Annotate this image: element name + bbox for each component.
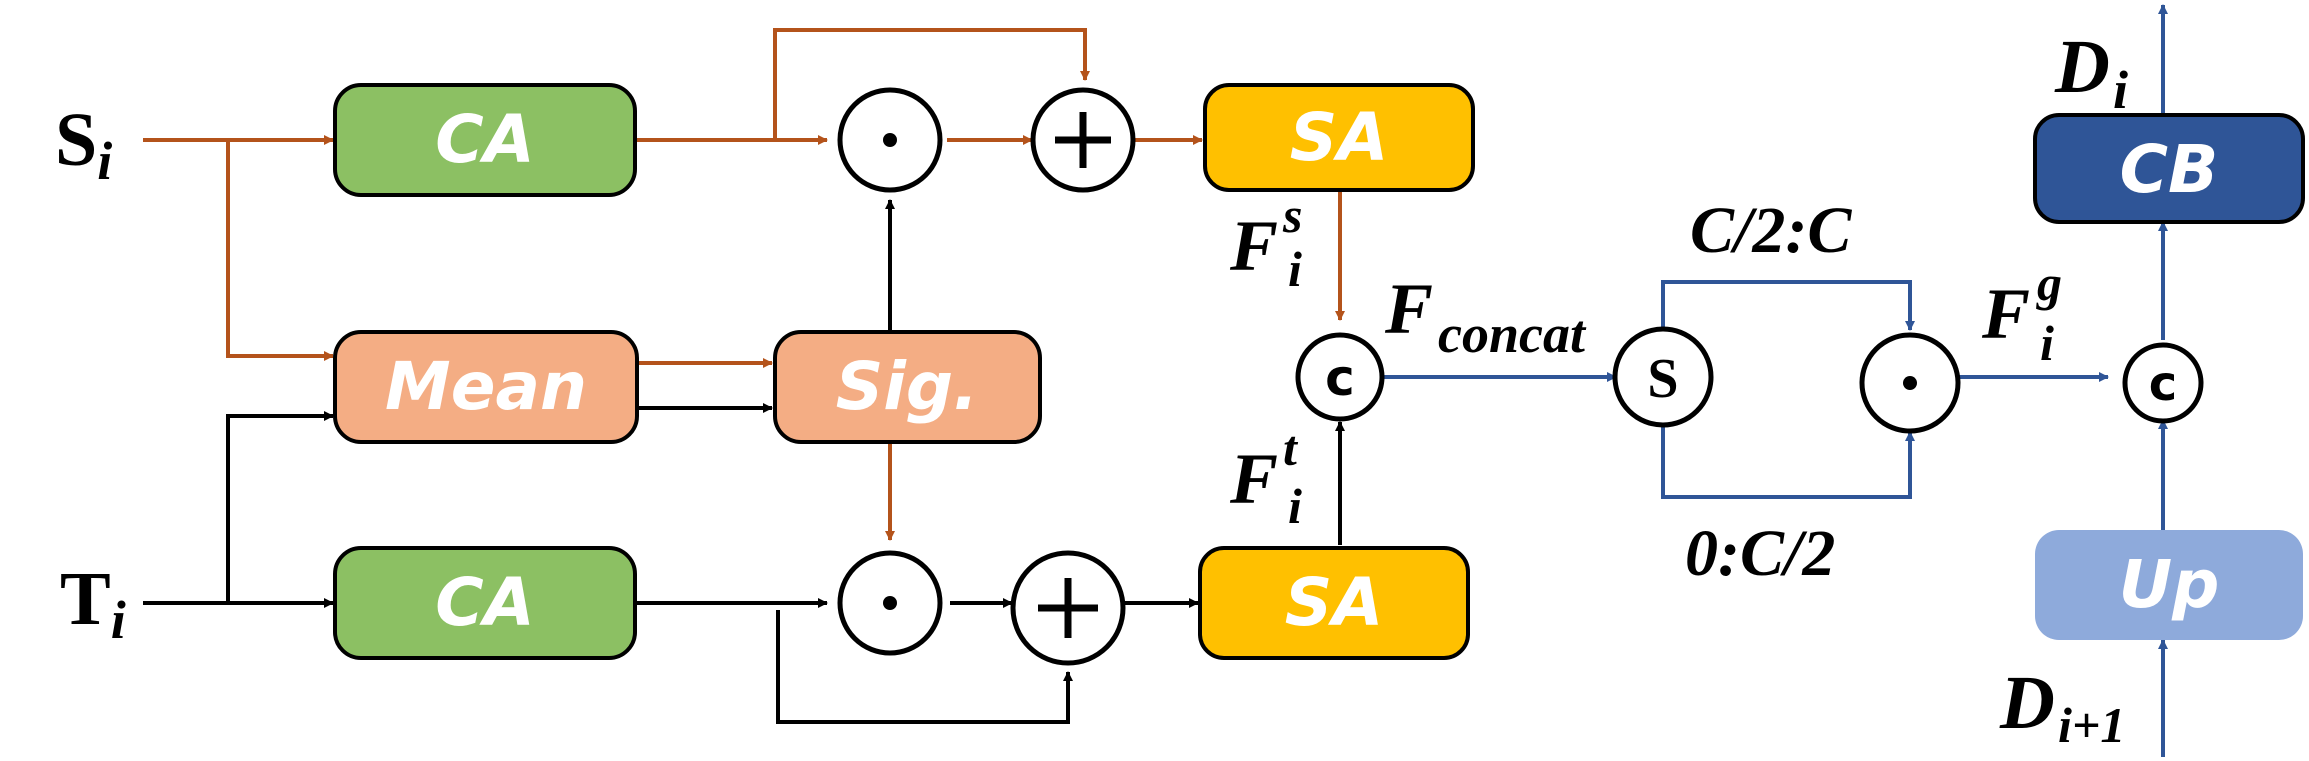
- block-ca-top: CA: [333, 83, 637, 197]
- svg-text:Sig.: Sig.: [836, 348, 978, 425]
- arrow-s-to-mean: [226, 140, 334, 361]
- s-input-label: Si: [55, 98, 112, 191]
- block-sig: Sig.: [773, 330, 1042, 444]
- mult-top: [837, 87, 943, 193]
- concat-circle: c: [1295, 332, 1385, 422]
- arrow-skip-to-add-top: [773, 28, 1090, 140]
- block-cb: CB: [2033, 113, 2305, 224]
- svg-text:F: F: [1981, 274, 2030, 354]
- svg-text:CA: CA: [435, 564, 535, 641]
- d-in-label: D i+1: [1999, 661, 2125, 753]
- svg-text:s: s: [1282, 187, 1302, 243]
- svg-text:i: i: [1288, 478, 1302, 534]
- split-top-label: C/2:C: [1690, 194, 1852, 267]
- svg-text:D: D: [2054, 25, 2110, 109]
- svg-text:i: i: [2040, 315, 2054, 371]
- fg-label: F g i: [1981, 255, 2062, 371]
- connectors: [143, 4, 2168, 757]
- d-out-label: D i: [2054, 25, 2128, 120]
- svg-text:S: S: [1647, 348, 1678, 410]
- arrow-split-top-to-mult: [1661, 280, 1915, 331]
- svg-text:F: F: [1384, 269, 1433, 349]
- svg-text:g: g: [2036, 255, 2062, 311]
- add-top: [1030, 87, 1136, 193]
- split-bottom-label: 0:C/2: [1685, 517, 1835, 590]
- s-stream-arrows: [143, 28, 1345, 541]
- svg-text:SA: SA: [1290, 99, 1389, 176]
- svg-text:i: i: [1288, 241, 1302, 297]
- concat-out-circle: c: [2122, 342, 2204, 424]
- block-mean: Mean: [333, 330, 639, 444]
- arrow-t-to-mean: [226, 411, 334, 603]
- svg-text:i+1: i+1: [2058, 697, 2125, 753]
- split-circle: S: [1612, 326, 1714, 428]
- fcat-label: F concat: [1384, 269, 1587, 364]
- svg-text:Mean: Mean: [385, 348, 587, 425]
- svg-text:c: c: [2149, 356, 2177, 412]
- t-input-label: Ti: [60, 557, 126, 650]
- svg-text:CA: CA: [435, 101, 535, 178]
- input-labels: Si Ti: [55, 98, 126, 650]
- svg-text:t: t: [1283, 420, 1299, 476]
- svg-text:i: i: [2113, 60, 2128, 120]
- block-ca-bottom: CA: [333, 546, 637, 660]
- block-sa-top: SA: [1203, 83, 1475, 192]
- mult-bottom: [837, 550, 943, 656]
- svg-text:Up: Up: [2119, 546, 2220, 623]
- svg-text:c: c: [1325, 349, 1355, 407]
- svg-text:SA: SA: [1285, 564, 1384, 641]
- svg-text:CB: CB: [2120, 131, 2219, 208]
- svg-text:F: F: [1229, 206, 1278, 286]
- math-labels: F s i F concat F t i C/2:C 0:C/2 F g i D…: [1229, 25, 2128, 753]
- svg-text:D: D: [1999, 661, 2055, 745]
- fusion-arrows: [1384, 4, 2168, 757]
- svg-text:F: F: [1229, 439, 1278, 519]
- mult-fusion: [1859, 332, 1961, 434]
- svg-text:concat: concat: [1438, 304, 1587, 364]
- fs-label: F s i: [1229, 187, 1302, 297]
- t-stream-arrows: [143, 199, 1345, 724]
- block-up: Up: [2035, 530, 2303, 640]
- arrow-skip-to-add-bottom: [776, 610, 1073, 724]
- block-sa-bottom: SA: [1198, 546, 1470, 660]
- ft-label: F t i: [1229, 420, 1302, 534]
- add-bottom: [1010, 550, 1126, 666]
- arrow-split-bottom-to-mult: [1661, 425, 1915, 499]
